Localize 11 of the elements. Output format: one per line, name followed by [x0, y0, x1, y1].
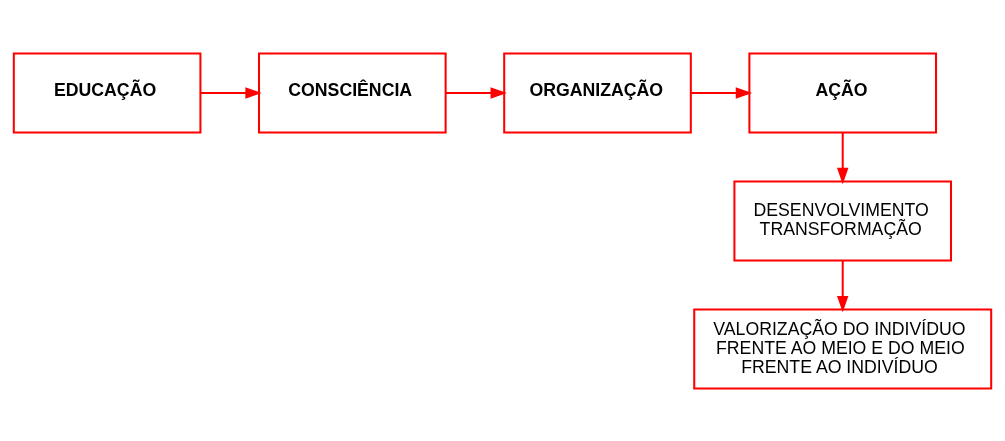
arrow [837, 260, 849, 312]
arrow [200, 86, 262, 99]
node-box: AÇÃO [748, 51, 938, 133]
node-box: EDUCAÇÃO [12, 51, 202, 133]
arrow [690, 86, 753, 99]
node-box: DESENVOLVIMENTO TRANSFORMAÇÃO [733, 180, 953, 261]
arrow [837, 132, 849, 184]
arrow [445, 86, 507, 99]
node-box: CONSCIÊNCIA [258, 51, 447, 133]
node-box: VALORIZAÇÃO DO INDIVÍDUO FRENTE AO MEIO E DO MEIO FRENTE AO INDIVÍDUO [693, 308, 993, 390]
node-box: ORGANIZAÇÃO [503, 51, 692, 133]
